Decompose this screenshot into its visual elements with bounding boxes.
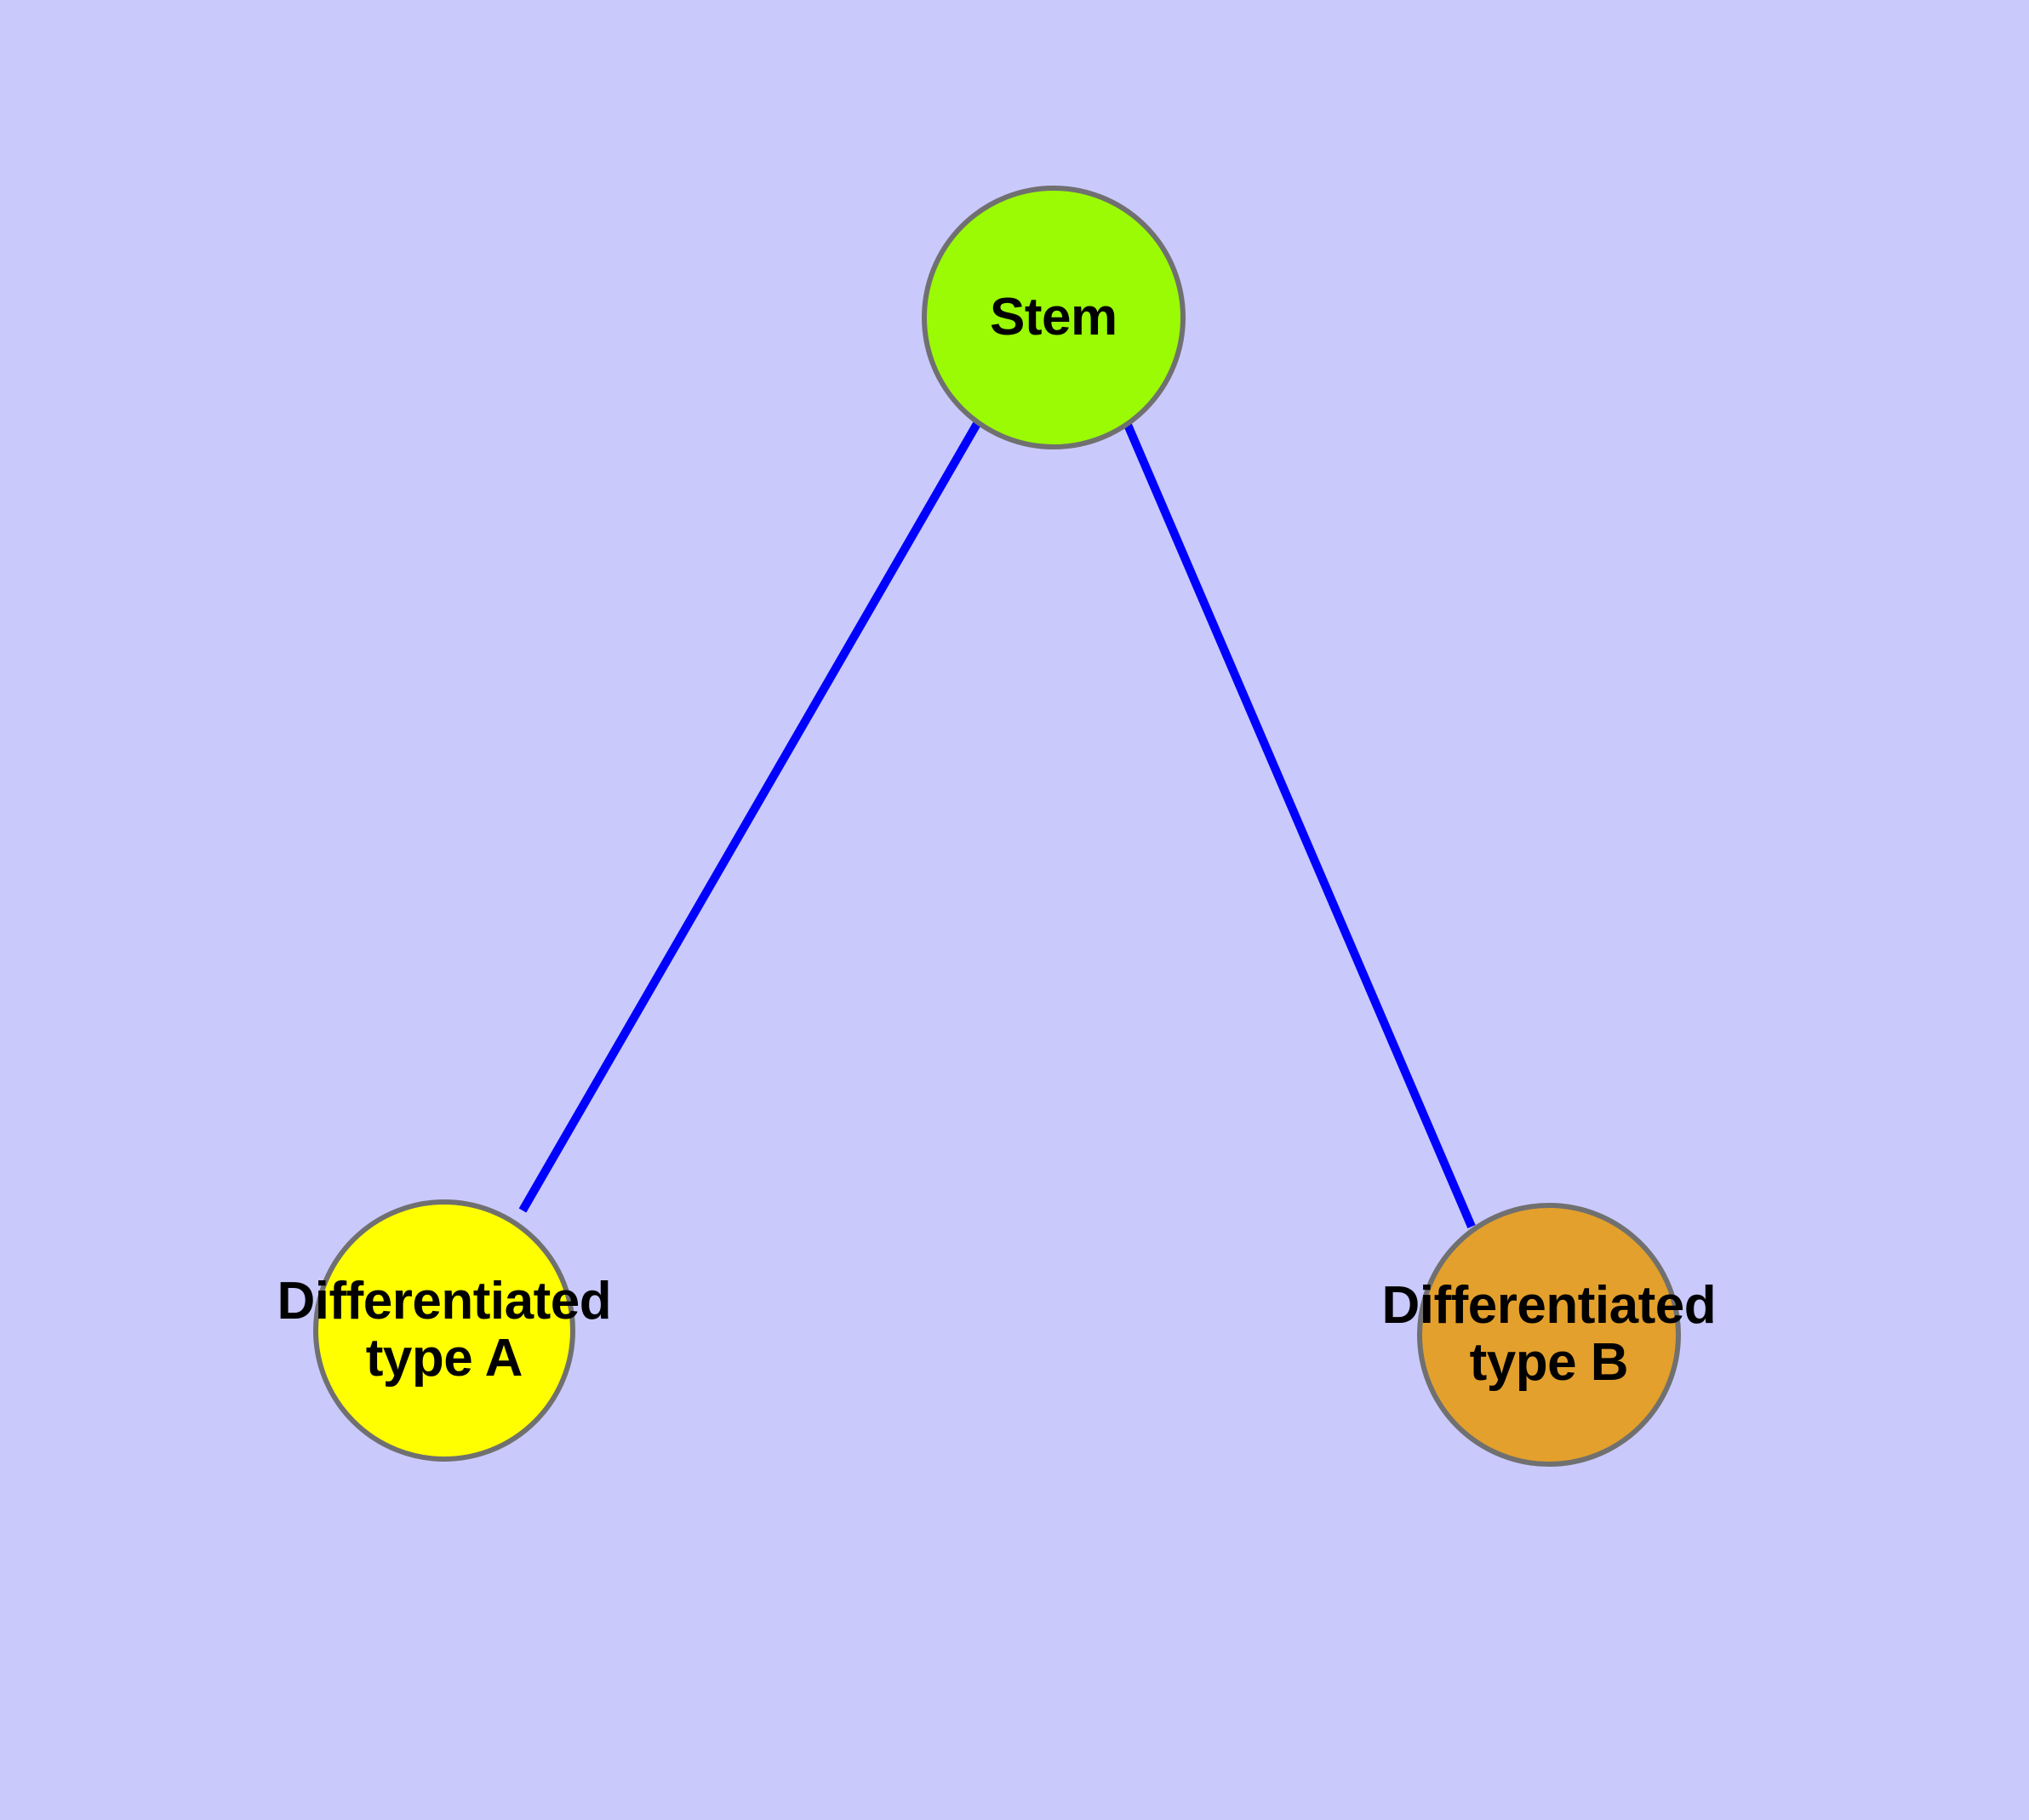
node-differentiated-type-b[interactable] [1417, 1203, 1681, 1467]
edge-stem-to-diff-a[interactable] [518, 420, 982, 1213]
edge-stem-to-diff-b[interactable] [1121, 417, 1476, 1228]
edge-layer [518, 417, 1476, 1228]
node-layer [313, 186, 1681, 1467]
node-stem[interactable] [922, 186, 1186, 449]
node-differentiated-type-a[interactable] [313, 1199, 575, 1462]
